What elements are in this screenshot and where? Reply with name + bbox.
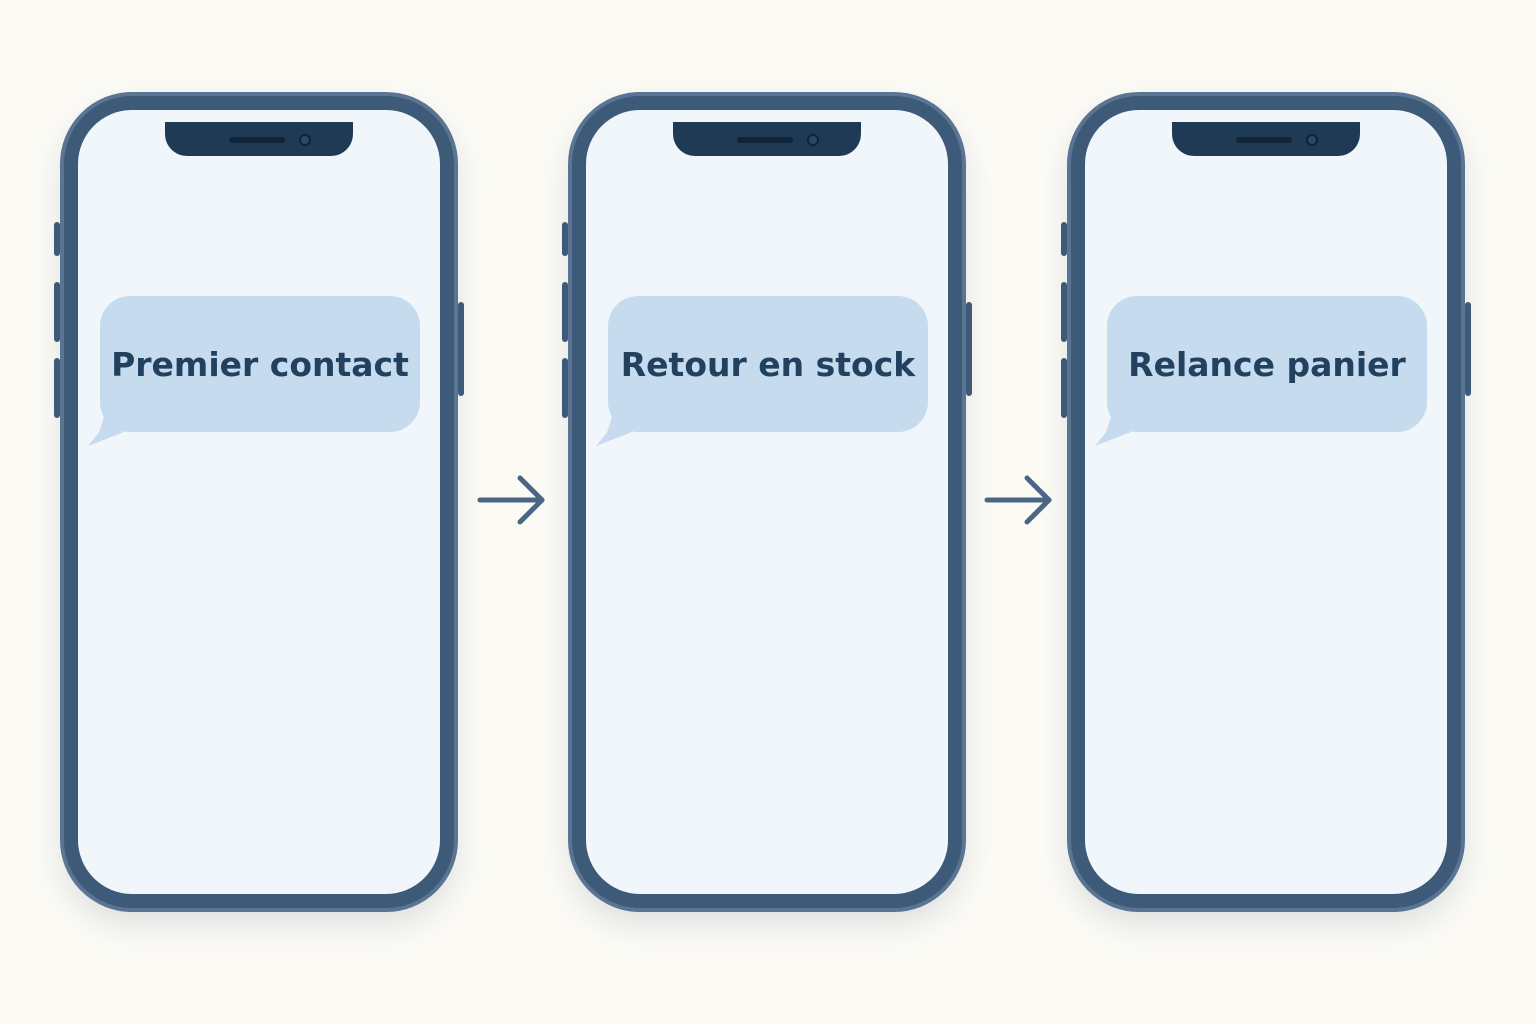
bubble-tail <box>596 412 640 446</box>
camera-icon <box>1306 134 1318 146</box>
phone-notch <box>165 122 353 156</box>
side-button <box>562 222 568 256</box>
arrow-right-icon <box>984 475 1052 525</box>
side-button <box>1061 358 1067 418</box>
message-text: Relance panier <box>1128 344 1406 384</box>
side-button <box>458 302 464 396</box>
phone-step-3: Relance panier <box>1061 92 1471 912</box>
side-button <box>966 302 972 396</box>
message-text: Retour en stock <box>620 344 916 384</box>
arrow-right-icon <box>477 475 545 525</box>
phone-step-1: Premier contact <box>54 92 464 912</box>
message-bubble: Premier contact <box>88 296 420 446</box>
side-button <box>562 358 568 418</box>
phone-notch <box>673 122 861 156</box>
speaker-icon <box>229 137 285 143</box>
side-button <box>54 282 60 342</box>
speaker-icon <box>737 137 793 143</box>
side-button <box>54 358 60 418</box>
message-bubble: Retour en stock <box>596 296 928 446</box>
side-button <box>54 222 60 256</box>
bubble-tail <box>88 412 132 446</box>
phone-notch <box>1172 122 1360 156</box>
side-button <box>562 282 568 342</box>
side-button <box>1465 302 1471 396</box>
bubble-tail <box>1095 412 1139 446</box>
message-bubble: Relance panier <box>1095 296 1427 446</box>
camera-icon <box>807 134 819 146</box>
phone-screen: Retour en stock <box>586 110 948 894</box>
side-button <box>1061 282 1067 342</box>
side-button <box>1061 222 1067 256</box>
camera-icon <box>299 134 311 146</box>
phone-screen: Premier contact <box>78 110 440 894</box>
phone-step-2: Retour en stock <box>562 92 972 912</box>
phone-screen: Relance panier <box>1085 110 1447 894</box>
speaker-icon <box>1236 137 1292 143</box>
message-text: Premier contact <box>111 344 409 384</box>
